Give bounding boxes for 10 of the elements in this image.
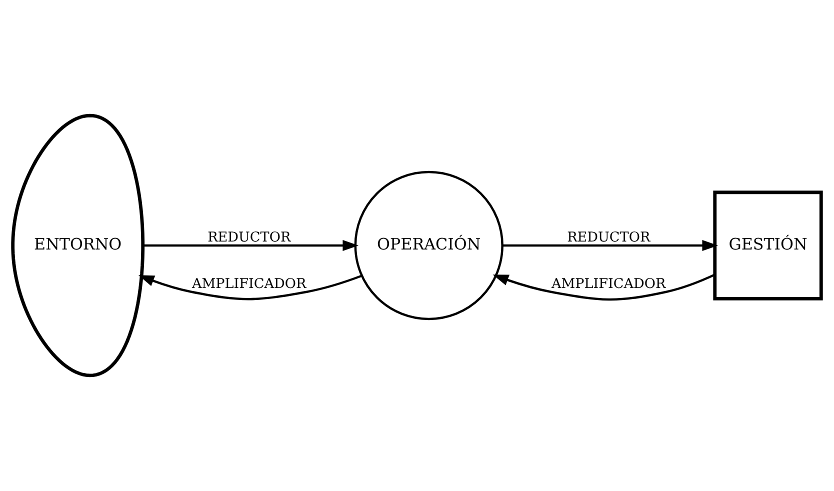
arrow: [492, 274, 716, 301]
edge-label: REDUCTOR: [567, 230, 650, 246]
arrow: [142, 240, 359, 252]
node-circle: OPERACIÓN: [354, 170, 504, 320]
node-box: GESTIÓN: [713, 190, 823, 300]
edge-label: REDUCTOR: [208, 230, 291, 246]
edge-label: AMPLIFICADOR: [192, 276, 306, 292]
edge-label: AMPLIFICADOR: [552, 276, 666, 292]
arrow: [502, 240, 718, 252]
arrow: [138, 274, 362, 300]
